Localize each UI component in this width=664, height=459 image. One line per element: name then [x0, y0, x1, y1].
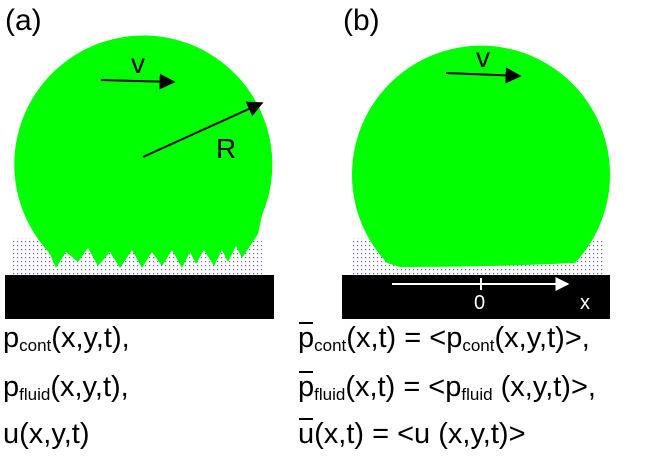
- velocity-label-a: v: [131, 48, 145, 79]
- symbol: p: [3, 322, 20, 354]
- subscript: fluid: [314, 385, 346, 404]
- panel-label-a: (a): [5, 4, 42, 37]
- symbol-bar: p: [298, 371, 315, 403]
- velocity-label-b: v: [476, 42, 490, 73]
- radius-arrow: [142, 101, 264, 158]
- panel-b: v 0 x: [342, 42, 610, 319]
- symbol-bar: p: [298, 322, 315, 354]
- equation-avg-p-cont: pcont(x,t) = <pcont(x,y,t)>,: [298, 322, 590, 355]
- equation-avg-u: u(x,t) = <u (x,y,t)>: [298, 418, 526, 450]
- args-2: (x,y,t)>,: [494, 322, 590, 354]
- x-axis-zero: 0: [474, 292, 485, 314]
- sphere-a: [14, 35, 273, 268]
- velocity-arrow-b: [445, 67, 522, 84]
- args: (x,t) = <: [346, 322, 447, 354]
- args-2: (x,y,t)>,: [492, 371, 596, 403]
- symbol-2: p: [445, 371, 462, 403]
- args: (x,y,t),: [50, 371, 129, 403]
- subscript: cont: [19, 336, 52, 355]
- subscript-2: cont: [462, 336, 495, 355]
- symbol-bar: u: [298, 418, 315, 450]
- args: (x,t) = <u (x,y,t)>: [314, 418, 526, 450]
- sphere-b: [352, 45, 610, 267]
- symbol: u: [3, 418, 20, 450]
- args: (x,t) = <: [345, 371, 446, 403]
- equation-u: u(x,y,t): [3, 420, 89, 449]
- symbol-2: p: [446, 322, 463, 354]
- x-axis-label: x: [580, 292, 590, 314]
- equation-p-fluid: pfluid(x,y,t),: [3, 371, 129, 404]
- subscript-2: fluid: [461, 385, 493, 404]
- velocity-arrow-a: [100, 73, 176, 90]
- panel-a: v R: [5, 35, 274, 319]
- equation-p-cont: pcont(x,y,t),: [3, 322, 130, 355]
- args: (x,y,t): [19, 418, 90, 450]
- subscript: fluid: [19, 385, 51, 404]
- subscript: cont: [314, 336, 347, 355]
- args: (x,y,t),: [51, 322, 130, 354]
- panel-label-b: (b): [343, 4, 380, 37]
- equation-avg-p-fluid: pfluid(x,t) = <pfluid (x,y,t)>,: [298, 371, 596, 404]
- symbol: p: [3, 371, 20, 403]
- substrate-a: [5, 275, 274, 319]
- radius-label: R: [216, 133, 236, 164]
